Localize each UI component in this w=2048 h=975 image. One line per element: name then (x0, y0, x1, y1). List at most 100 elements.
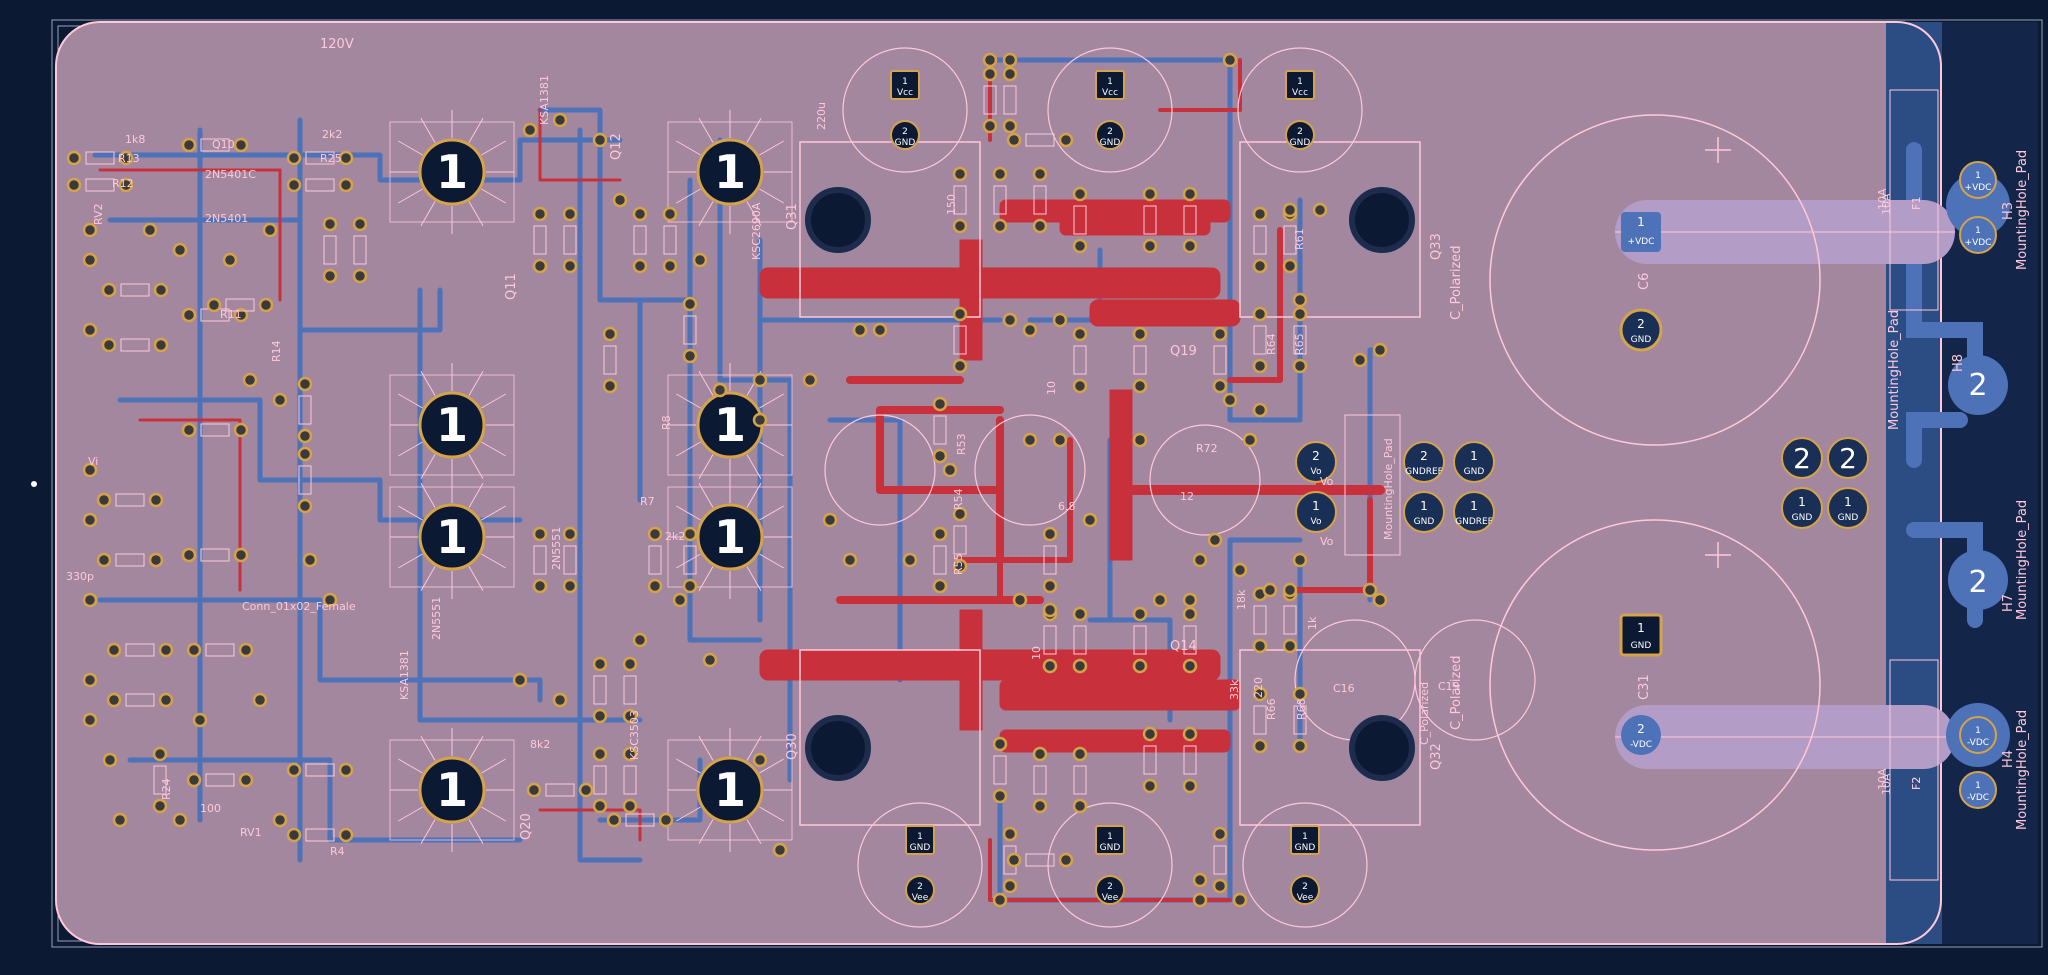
resistor-footprint[interactable] (106, 692, 174, 708)
hole-h7-terminal[interactable]: 2 (1958, 560, 1998, 600)
resistor-footprint[interactable] (606, 812, 674, 828)
resistor-footprint[interactable] (662, 206, 678, 274)
resistor-footprint[interactable] (952, 506, 968, 574)
resistor-footprint[interactable] (1142, 726, 1158, 794)
resistor-footprint[interactable] (96, 492, 164, 508)
resistor-footprint[interactable] (1292, 686, 1308, 754)
resistor-footprint[interactable] (602, 326, 618, 394)
resistor-footprint[interactable] (952, 306, 968, 374)
resistor-body (1293, 325, 1307, 355)
resistor-footprint[interactable] (952, 166, 968, 234)
vdc-plus-terminal[interactable]: 1 +VDC 1 +VDC (1959, 161, 1997, 254)
resistor-footprint[interactable] (286, 177, 354, 193)
resistor-footprint[interactable] (297, 446, 313, 514)
resistor-footprint[interactable] (592, 746, 608, 814)
resistor-footprint[interactable] (1006, 852, 1074, 868)
resistor-footprint[interactable] (1182, 186, 1198, 254)
resistor-footprint[interactable] (992, 166, 1008, 234)
resistor-footprint[interactable] (1252, 306, 1268, 374)
resistor-footprint[interactable] (286, 150, 354, 166)
resistor-footprint[interactable] (682, 296, 698, 364)
resistor-footprint[interactable] (1252, 206, 1268, 274)
resistor-footprint[interactable] (101, 282, 169, 298)
resistor-footprint[interactable] (101, 337, 169, 353)
resistor-footprint[interactable] (286, 827, 354, 843)
resistor-footprint[interactable] (592, 656, 608, 724)
resistor-footprint[interactable] (1072, 606, 1088, 674)
vo-pads[interactable]: 2 Vo 1 Vo (1295, 441, 1337, 533)
resistor-footprint[interactable] (1212, 326, 1228, 394)
resistor-footprint[interactable] (181, 422, 249, 438)
resistor-footprint[interactable] (992, 736, 1008, 804)
resistor-footprint[interactable] (532, 526, 548, 594)
resistor-footprint[interactable] (106, 642, 174, 658)
resistor-footprint[interactable] (982, 66, 998, 134)
resistor-footprint[interactable] (1032, 746, 1048, 814)
heatsink-pad-5[interactable]: 1 (389, 475, 515, 599)
heatsink-pad-3[interactable]: 1 (389, 363, 515, 487)
resistor-footprint[interactable] (682, 526, 698, 594)
resistor-footprint[interactable] (622, 746, 638, 814)
resistor-footprint[interactable] (1252, 586, 1268, 654)
heatsink-pad-8[interactable]: 1 (667, 728, 793, 852)
resistor-footprint[interactable] (1002, 66, 1018, 134)
resistor-footprint[interactable] (647, 526, 663, 594)
resistor-footprint[interactable] (532, 206, 548, 274)
cap-c31-gnd-pad[interactable]: 1 GND (1619, 613, 1663, 657)
resistor-footprint[interactable] (1292, 306, 1308, 374)
hole-h8-terminal[interactable]: 2 (1958, 365, 1998, 405)
resistor-footprint[interactable] (181, 137, 249, 153)
gndref-pads[interactable]: 2 GNDREF 1 GND 1 GND 1 GNDREF (1403, 441, 1495, 533)
resistor-footprint[interactable] (181, 547, 249, 563)
heatsink-pad-1[interactable]: 1 (389, 110, 515, 234)
vdc-minus-terminal[interactable]: 1 -VDC 1 -VDC (1959, 716, 1997, 809)
resistor-footprint[interactable] (286, 762, 354, 778)
resistor-footprint[interactable] (186, 772, 254, 788)
resistor-footprint[interactable] (1252, 686, 1268, 754)
heatsink-pad-7[interactable]: 1 (389, 728, 515, 852)
resistor-footprint[interactable] (1072, 186, 1088, 254)
resistor-footprint[interactable] (632, 206, 648, 274)
resistor-footprint[interactable] (562, 526, 578, 594)
resistor-footprint[interactable] (96, 552, 164, 568)
resistor-footprint[interactable] (152, 746, 168, 814)
resistor-footprint[interactable] (1132, 326, 1148, 394)
cap-c6-gnd-pad[interactable]: 2 GND (1619, 308, 1663, 352)
resistor-footprint[interactable] (526, 782, 594, 798)
resistor-footprint[interactable] (1182, 726, 1198, 794)
heatsink-pad-4[interactable]: 1 (667, 363, 793, 487)
resistor-footprint[interactable] (206, 297, 274, 313)
heatsink-pad-6[interactable]: 1 (667, 475, 793, 599)
resistor-footprint[interactable] (66, 177, 134, 193)
resistor-footprint[interactable] (352, 216, 368, 284)
resistor-footprint[interactable] (66, 150, 134, 166)
resistor-footprint[interactable] (1006, 132, 1074, 148)
resistor-footprint[interactable] (932, 396, 948, 464)
resistor-footprint[interactable] (932, 526, 948, 594)
resistor-footprint[interactable] (1002, 826, 1018, 894)
resistor-footprint[interactable] (1132, 606, 1148, 674)
resistor-footprint[interactable] (1212, 826, 1228, 894)
gnd-pair-pads[interactable]: 2 2 1 GND 1 GND (1781, 437, 1869, 529)
resistor-footprint[interactable] (186, 642, 254, 658)
resistor-footprint[interactable] (1072, 326, 1088, 394)
resistor-footprint[interactable] (562, 206, 578, 274)
vdc-minus-pad[interactable]: 2 -VDC (1621, 715, 1661, 755)
resistor-footprint[interactable] (322, 216, 338, 284)
resistor-footprint[interactable] (1042, 526, 1058, 594)
resistor-footprint[interactable] (1142, 186, 1158, 254)
resistor-footprint[interactable] (1032, 166, 1048, 234)
resistor-footprint[interactable] (297, 376, 313, 444)
resistor-footprint[interactable] (1182, 606, 1198, 674)
heatsink-pad-2[interactable]: 1 (667, 110, 793, 234)
vdc-plus-pad[interactable]: 1 +VDC (1621, 212, 1661, 252)
resistor-footprint[interactable] (622, 656, 638, 724)
resistor-footprint[interactable] (1072, 746, 1088, 814)
